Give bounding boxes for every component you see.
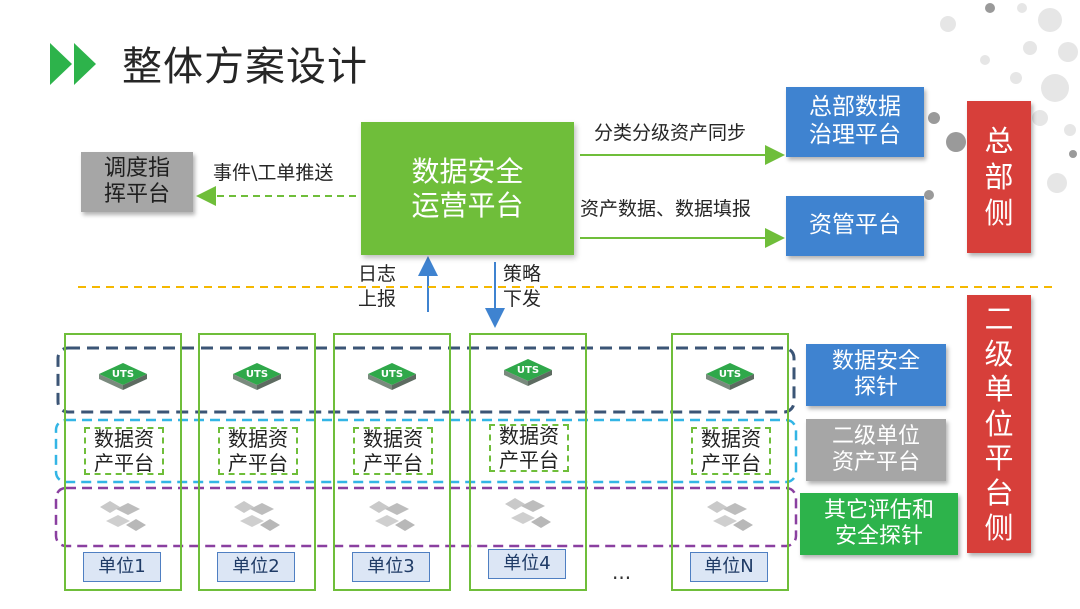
security-ops-platform-box: 数据安全 运营平台 [361,122,574,255]
title-arrows-icon [50,43,96,85]
other-probe-icon [100,501,146,531]
unit-column [333,333,451,591]
unit-asset-platform: 数据资 产平台 [84,427,164,475]
more-units-ellipsis: ... [612,560,632,584]
unit-column [469,333,587,591]
unit-label: 单位3 [352,552,430,582]
uts-device-icon: UTS [706,363,754,390]
uts-device-label: UTS [517,365,539,376]
decorative-dots-dark [924,3,1077,200]
other-probe-icon [707,501,753,531]
legend-other-probes: 其它评估和 安全探针 [800,493,958,555]
uts-device-icon: UTS [99,363,147,390]
classify-sync-label: 分类分级资产同步 [594,122,747,144]
legend-security-probe: 数据安全 探针 [806,344,946,406]
page-title: 整体方案设计 [122,44,368,90]
asset-report-label: 资产数据、数据填报 [580,198,752,220]
uts-device-label: UTS [246,369,268,380]
events-push-label: 事件\工单推送 [213,162,334,184]
unit-label: 单位1 [83,552,161,582]
hq-side-label: 总 部 侧 [967,101,1031,253]
policy-push-label: 策略 下发 [503,263,542,310]
other-probe-icon [369,501,415,531]
unit-column [64,333,182,591]
unit-column [198,333,316,591]
uts-device-label: UTS [381,369,403,380]
unit-asset-platform: 数据资 产平台 [353,427,433,475]
hq-governance-platform-box: 总部数据 治理平台 [786,87,924,157]
decorative-dots [940,3,1078,193]
uts-device-icon: UTS [368,363,416,390]
other-layer-band [54,486,798,548]
legend-sub-asset-platform: 二级单位 资产平台 [806,419,946,481]
unit-column [671,333,789,591]
other-probe-icon [234,501,280,531]
unit-label: 单位N [690,552,768,582]
uts-device-label: UTS [112,369,134,380]
uts-device-icon: UTS [233,363,281,390]
unit-asset-platform: 数据资 产平台 [691,427,771,475]
unit-asset-platform: 数据资 产平台 [218,427,298,475]
unit-asset-platform: 数据资 产平台 [489,424,569,472]
sub-unit-side-label: 二 级 单 位 平 台 侧 [967,295,1031,553]
uts-device-label: UTS [719,369,741,380]
unit-label: 单位2 [217,552,295,582]
uts-device-icon: UTS [504,359,552,386]
asset-management-platform-box: 资管平台 [786,196,924,256]
log-upload-label: 日志 上报 [358,263,397,310]
asset-layer-band [54,418,798,484]
other-probe-icon [505,498,551,528]
dispatch-platform-box: 调度指 挥平台 [81,152,193,212]
probe-layer-band [56,346,796,414]
unit-label: 单位4 [488,549,566,579]
